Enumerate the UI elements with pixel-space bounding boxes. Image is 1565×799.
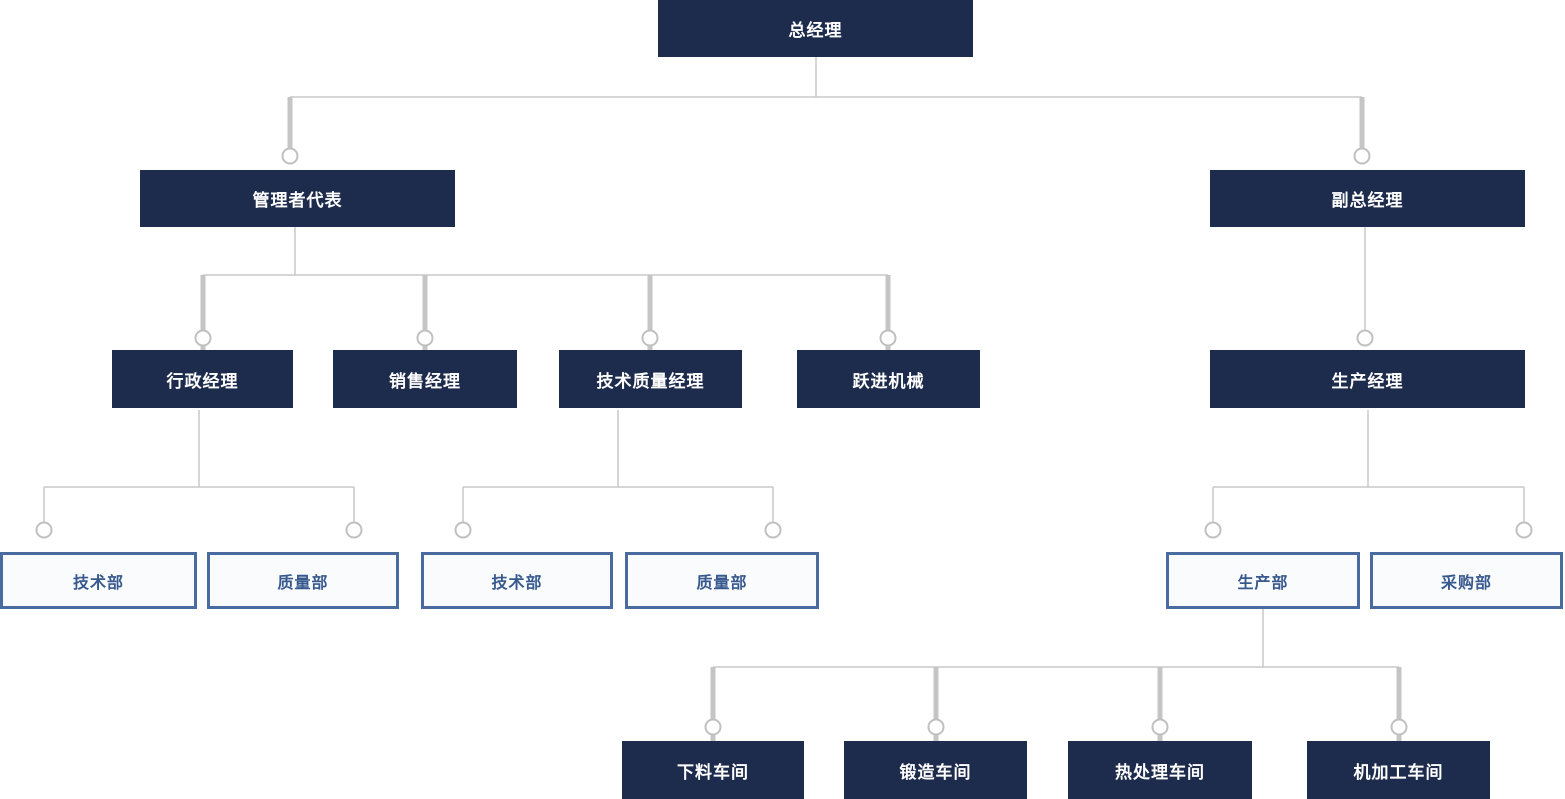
expand-toggle-icon[interactable] [1356, 329, 1374, 347]
node-forging-workshop[interactable]: 锻造车间 [844, 741, 1027, 799]
expand-toggle-icon[interactable] [1390, 718, 1408, 736]
expand-toggle-icon[interactable] [35, 521, 53, 539]
node-general-manager[interactable]: 总经理 [658, 0, 973, 57]
expand-toggle-icon[interactable] [1353, 147, 1371, 165]
expand-toggle-icon[interactable] [1204, 521, 1222, 539]
expand-toggle-icon[interactable] [927, 718, 945, 736]
node-deputy-general-manager[interactable]: 副总经理 [1210, 170, 1525, 227]
expand-toggle-icon[interactable] [1515, 521, 1533, 539]
expand-toggle-icon[interactable] [1151, 718, 1169, 736]
node-cutting-workshop[interactable]: 下料车间 [622, 741, 804, 799]
node-management-representative[interactable]: 管理者代表 [140, 170, 455, 227]
expand-toggle-icon[interactable] [704, 718, 722, 736]
node-sales-manager[interactable]: 销售经理 [333, 350, 517, 408]
node-yuejin-machinery[interactable]: 跃进机械 [797, 350, 980, 408]
node-machining-workshop[interactable]: 机加工车间 [1307, 741, 1490, 799]
expand-toggle-icon[interactable] [454, 521, 472, 539]
expand-toggle-icon[interactable] [345, 521, 363, 539]
node-quality-dept-tq[interactable]: 质量部 [625, 552, 819, 609]
node-technical-quality-manager[interactable]: 技术质量经理 [559, 350, 742, 408]
expand-toggle-icon[interactable] [879, 329, 897, 347]
node-technical-dept-tq[interactable]: 技术部 [421, 552, 613, 609]
expand-toggle-icon[interactable] [281, 147, 299, 165]
expand-toggle-icon[interactable] [641, 329, 659, 347]
node-production-manager[interactable]: 生产经理 [1210, 350, 1525, 408]
node-purchasing-dept[interactable]: 采购部 [1370, 552, 1563, 609]
node-quality-dept-admin[interactable]: 质量部 [207, 552, 399, 609]
expand-toggle-icon[interactable] [194, 329, 212, 347]
node-technical-dept-admin[interactable]: 技术部 [0, 552, 197, 609]
expand-toggle-icon[interactable] [416, 329, 434, 347]
expand-toggle-icon[interactable] [764, 521, 782, 539]
node-administrative-manager[interactable]: 行政经理 [112, 350, 293, 408]
node-heat-treatment-workshop[interactable]: 热处理车间 [1068, 741, 1252, 799]
node-production-dept[interactable]: 生产部 [1166, 552, 1360, 609]
